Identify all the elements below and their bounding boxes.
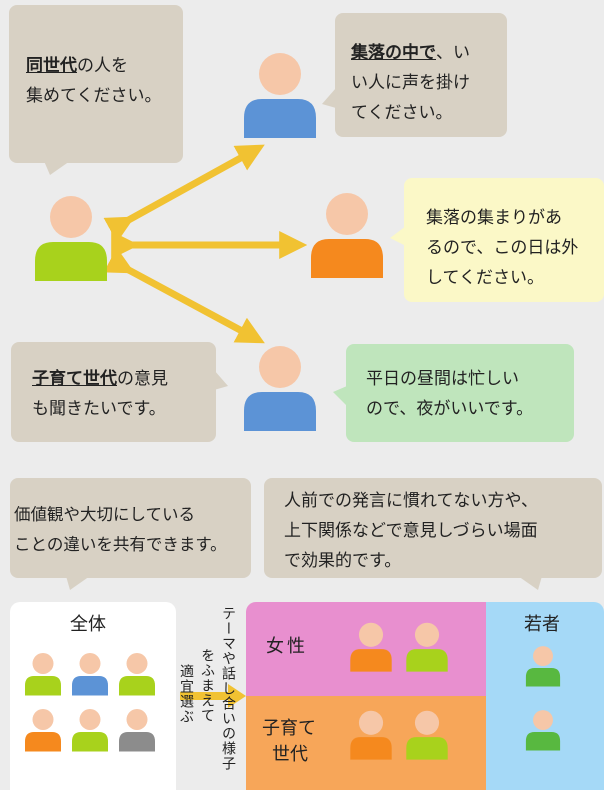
person-orange — [311, 193, 383, 278]
right-arrow — [180, 684, 246, 708]
person-youth-1 — [525, 646, 561, 687]
underline-text: 同世代 — [26, 56, 77, 76]
person-small — [119, 653, 155, 696]
bubble-text: 平日の昼間は忙しい — [366, 369, 519, 389]
bubble-same-generation: 同世代の人を 集めてください。 — [9, 5, 183, 163]
vertical-text-choose: 適宜選ぶ — [178, 664, 194, 724]
person-youth-2 — [525, 710, 561, 751]
bubble-text: の意見 — [117, 369, 168, 389]
person-lime — [35, 196, 107, 281]
bubble-tail — [518, 576, 542, 590]
bubble-text: い人に声を掛け — [351, 73, 470, 93]
person-women-1 — [350, 622, 392, 672]
bubble-text: も聞きたいです。 — [32, 399, 166, 419]
underline-text: 集落の中で — [351, 43, 436, 63]
bubble-tail — [322, 88, 336, 108]
bubble-text: るので、この日は外 — [426, 238, 579, 258]
connection-arrows — [103, 144, 308, 344]
bubble-text: 集めてください。 — [26, 86, 162, 106]
bubble-tail — [333, 386, 347, 406]
bubble-tail — [214, 370, 228, 390]
arrow-down-right — [103, 247, 265, 344]
bubble-tail — [390, 226, 406, 246]
bubble-village-call: 集落の中で、い い人に声を掛け てください。 — [335, 13, 507, 137]
person-small — [119, 709, 155, 752]
bubble-text: で効果的です。 — [284, 551, 402, 571]
person-parenting-2 — [406, 710, 448, 760]
vertical-text-consider: をふまえて — [199, 648, 215, 723]
panel-youth — [486, 602, 604, 790]
women-label: 女性 — [266, 636, 308, 657]
person-women-2 — [406, 622, 448, 672]
bubble-tail — [44, 161, 70, 175]
bubble-text: してください。 — [426, 268, 544, 288]
bubble-text: 集落の集まりがあ — [426, 208, 562, 228]
bubble-text: ので、夜がいいです。 — [366, 399, 534, 419]
all-label: 全体 — [70, 614, 106, 635]
bubble-text: てください。 — [351, 103, 453, 123]
bubble-village-meeting: 集落の集まりがあ るので、この日は外 してください。 — [404, 178, 604, 302]
vertical-text-topic: テーマや話し合いの様子 — [220, 606, 236, 771]
bubble-text: 上下関係などで意見しづらい場面 — [284, 521, 538, 541]
panel-all — [10, 602, 176, 790]
bubble-parenting-opinion: 子育て世代の意見 も聞きたいです。 — [11, 342, 216, 442]
bubble-text: ことの違いを共有できます。 — [14, 535, 227, 554]
person-small — [25, 709, 61, 752]
bubble-effective: 人前での発言に慣れてない方や、 上下関係などで意見しづらい場面 で効果的です。 — [264, 478, 602, 578]
bubble-weekday-night: 平日の昼間は忙しい ので、夜がいいです。 — [346, 344, 574, 442]
person-blue-top — [244, 53, 316, 138]
person-small — [25, 653, 61, 696]
person-small — [72, 653, 108, 696]
bubble-tail — [66, 576, 90, 590]
youth-label: 若者 — [524, 614, 560, 635]
parenting-label-1: 子育て — [262, 718, 316, 739]
bubble-text: 、い — [436, 43, 470, 63]
bubble-text: の人を — [77, 56, 128, 76]
person-blue-bottom — [244, 346, 316, 431]
arrow-up-right — [103, 144, 265, 243]
underline-text: 子育て世代 — [32, 369, 117, 389]
person-small — [72, 709, 108, 752]
panel-women — [246, 602, 486, 696]
person-parenting-1 — [350, 710, 392, 760]
bubble-text: 人前での発言に慣れてない方や、 — [284, 491, 538, 511]
bubble-share-values: 価値観や大切にしている ことの違いを共有できます。 — [10, 478, 251, 578]
parenting-label-2: 世代 — [272, 744, 308, 765]
bubble-text: 価値観や大切にしている — [14, 505, 196, 524]
